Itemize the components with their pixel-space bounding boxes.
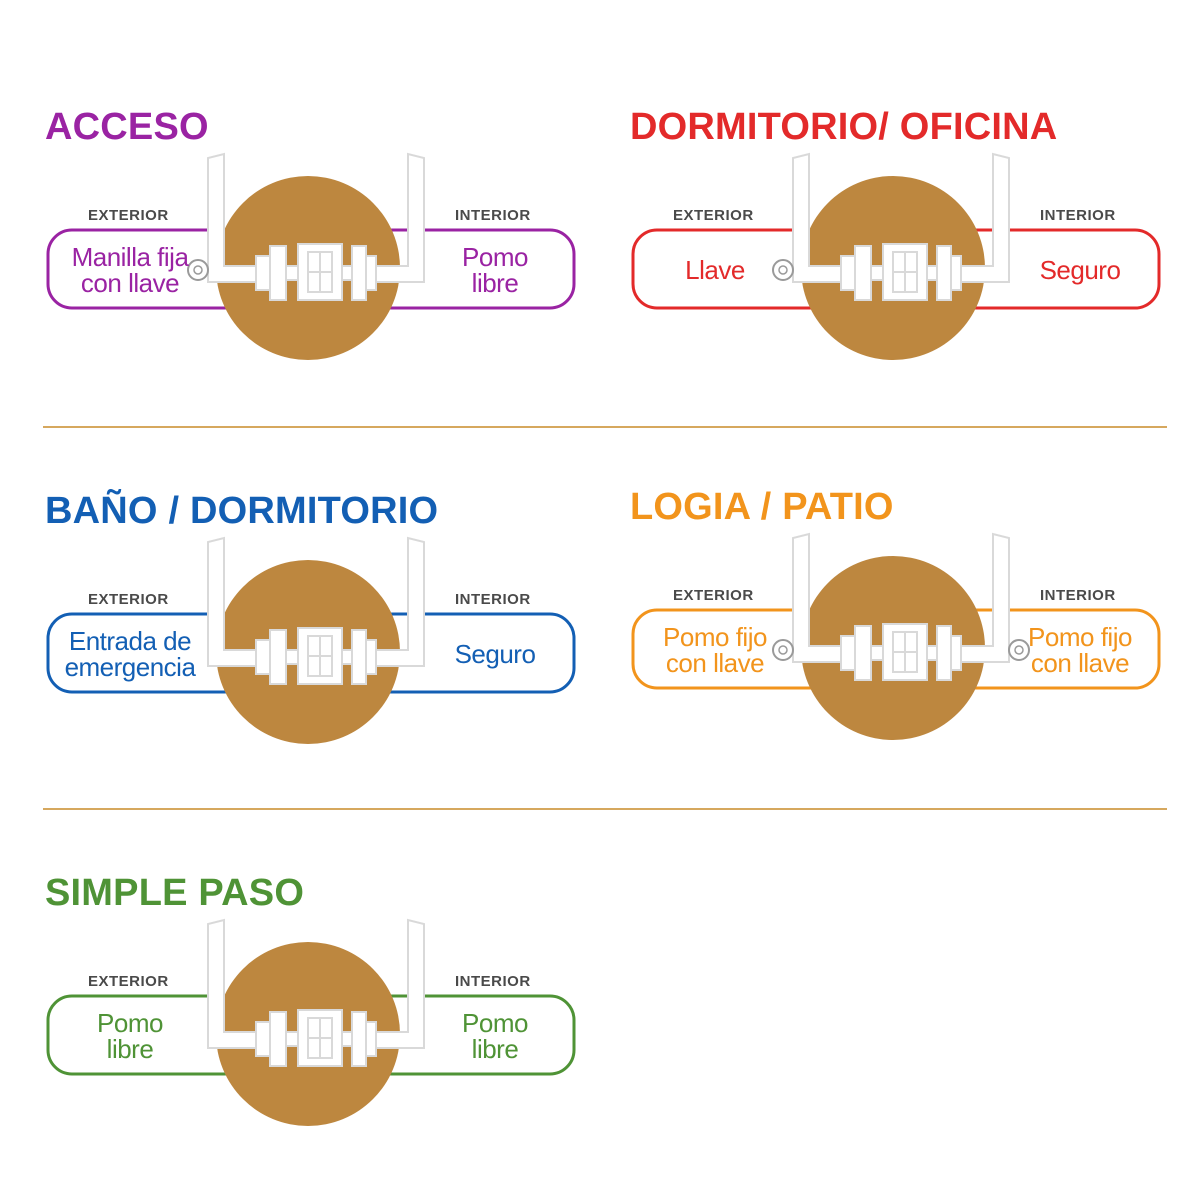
right-spindle — [926, 645, 938, 661]
panel-simple-paso: SIMPLE PASO EXTERIOR INTERIOR Pomo libre… — [40, 862, 600, 1162]
panel-title: SIMPLE PASO — [45, 872, 305, 914]
right-rose — [950, 255, 962, 291]
right-rose — [365, 255, 377, 291]
lock-diagram — [631, 152, 1161, 360]
interior-label: INTERIOR — [455, 207, 531, 224]
interior-value: Pomo libre — [462, 242, 528, 298]
left-plate — [269, 245, 287, 301]
panel-title: ACCESO — [45, 106, 209, 148]
panel-title: DORMITORIO/ OFICINA — [630, 106, 1058, 148]
left-spindle — [285, 1031, 299, 1047]
left-rose — [840, 635, 856, 671]
exterior-label: EXTERIOR — [88, 591, 169, 608]
left-plate — [269, 1011, 287, 1067]
divider — [43, 808, 1167, 810]
right-plate — [351, 1011, 367, 1067]
panel-dormitorio-oficina: DORMITORIO/ OFICINA EXTERIOR INTERIOR Ll… — [625, 96, 1185, 396]
exterior-label: EXTERIOR — [88, 207, 169, 224]
left-spindle — [285, 649, 299, 665]
lock-diagram — [46, 918, 576, 1126]
interior-label: INTERIOR — [1040, 587, 1116, 604]
left-rose — [840, 255, 856, 291]
interior-value: Pomo fijo con llave — [1028, 622, 1132, 678]
right-spindle — [341, 649, 353, 665]
panel-acceso: ACCESO EXTERIOR INTERIOR Manilla fija co… — [40, 96, 600, 396]
exterior-value: Manilla fija con llave — [71, 242, 189, 298]
right-spindle — [341, 1031, 353, 1047]
exterior-value: Entrada de emergencia — [64, 626, 196, 682]
lock-diagram — [46, 152, 576, 360]
left-spindle — [285, 265, 299, 281]
panel-title: LOGIA / PATIO — [630, 486, 894, 528]
left-plate — [854, 245, 872, 301]
left-rose — [255, 1021, 271, 1057]
lock-diagram — [46, 536, 576, 744]
left-plate — [269, 629, 287, 685]
interior-value: Seguro — [454, 639, 536, 669]
exterior-label: EXTERIOR — [673, 587, 754, 604]
right-plate — [351, 245, 367, 301]
right-rose — [365, 1021, 377, 1057]
left-rose — [255, 639, 271, 675]
interior-label: INTERIOR — [455, 591, 531, 608]
keyhole-inner — [778, 645, 788, 655]
panel-bano-dormitorio: BAÑO / DORMITORIO EXTERIOR INTERIOR Entr… — [40, 480, 600, 780]
right-spindle — [341, 265, 353, 281]
keyhole-inner — [193, 265, 203, 275]
keyhole-inner — [1014, 645, 1024, 655]
right-plate — [936, 625, 952, 681]
divider — [43, 426, 1167, 428]
right-plate — [351, 629, 367, 685]
lock-diagram — [631, 532, 1161, 740]
interior-value: Seguro — [1039, 255, 1121, 285]
exterior-value: Llave — [685, 255, 745, 285]
exterior-label: EXTERIOR — [673, 207, 754, 224]
exterior-value: Pomo libre — [97, 1008, 163, 1064]
left-rose — [255, 255, 271, 291]
panel-title: BAÑO / DORMITORIO — [45, 490, 439, 532]
keyhole-inner — [778, 265, 788, 275]
interior-value: Pomo libre — [462, 1008, 528, 1064]
left-spindle — [870, 645, 884, 661]
interior-label: INTERIOR — [455, 973, 531, 990]
right-rose — [365, 639, 377, 675]
panel-logia-patio: LOGIA / PATIO EXTERIOR INTERIOR Pomo fij… — [625, 476, 1185, 776]
interior-label: INTERIOR — [1040, 207, 1116, 224]
exterior-value: Pomo fijo con llave — [663, 622, 767, 678]
right-rose — [950, 635, 962, 671]
right-plate — [936, 245, 952, 301]
left-plate — [854, 625, 872, 681]
right-spindle — [926, 265, 938, 281]
left-spindle — [870, 265, 884, 281]
exterior-label: EXTERIOR — [88, 973, 169, 990]
